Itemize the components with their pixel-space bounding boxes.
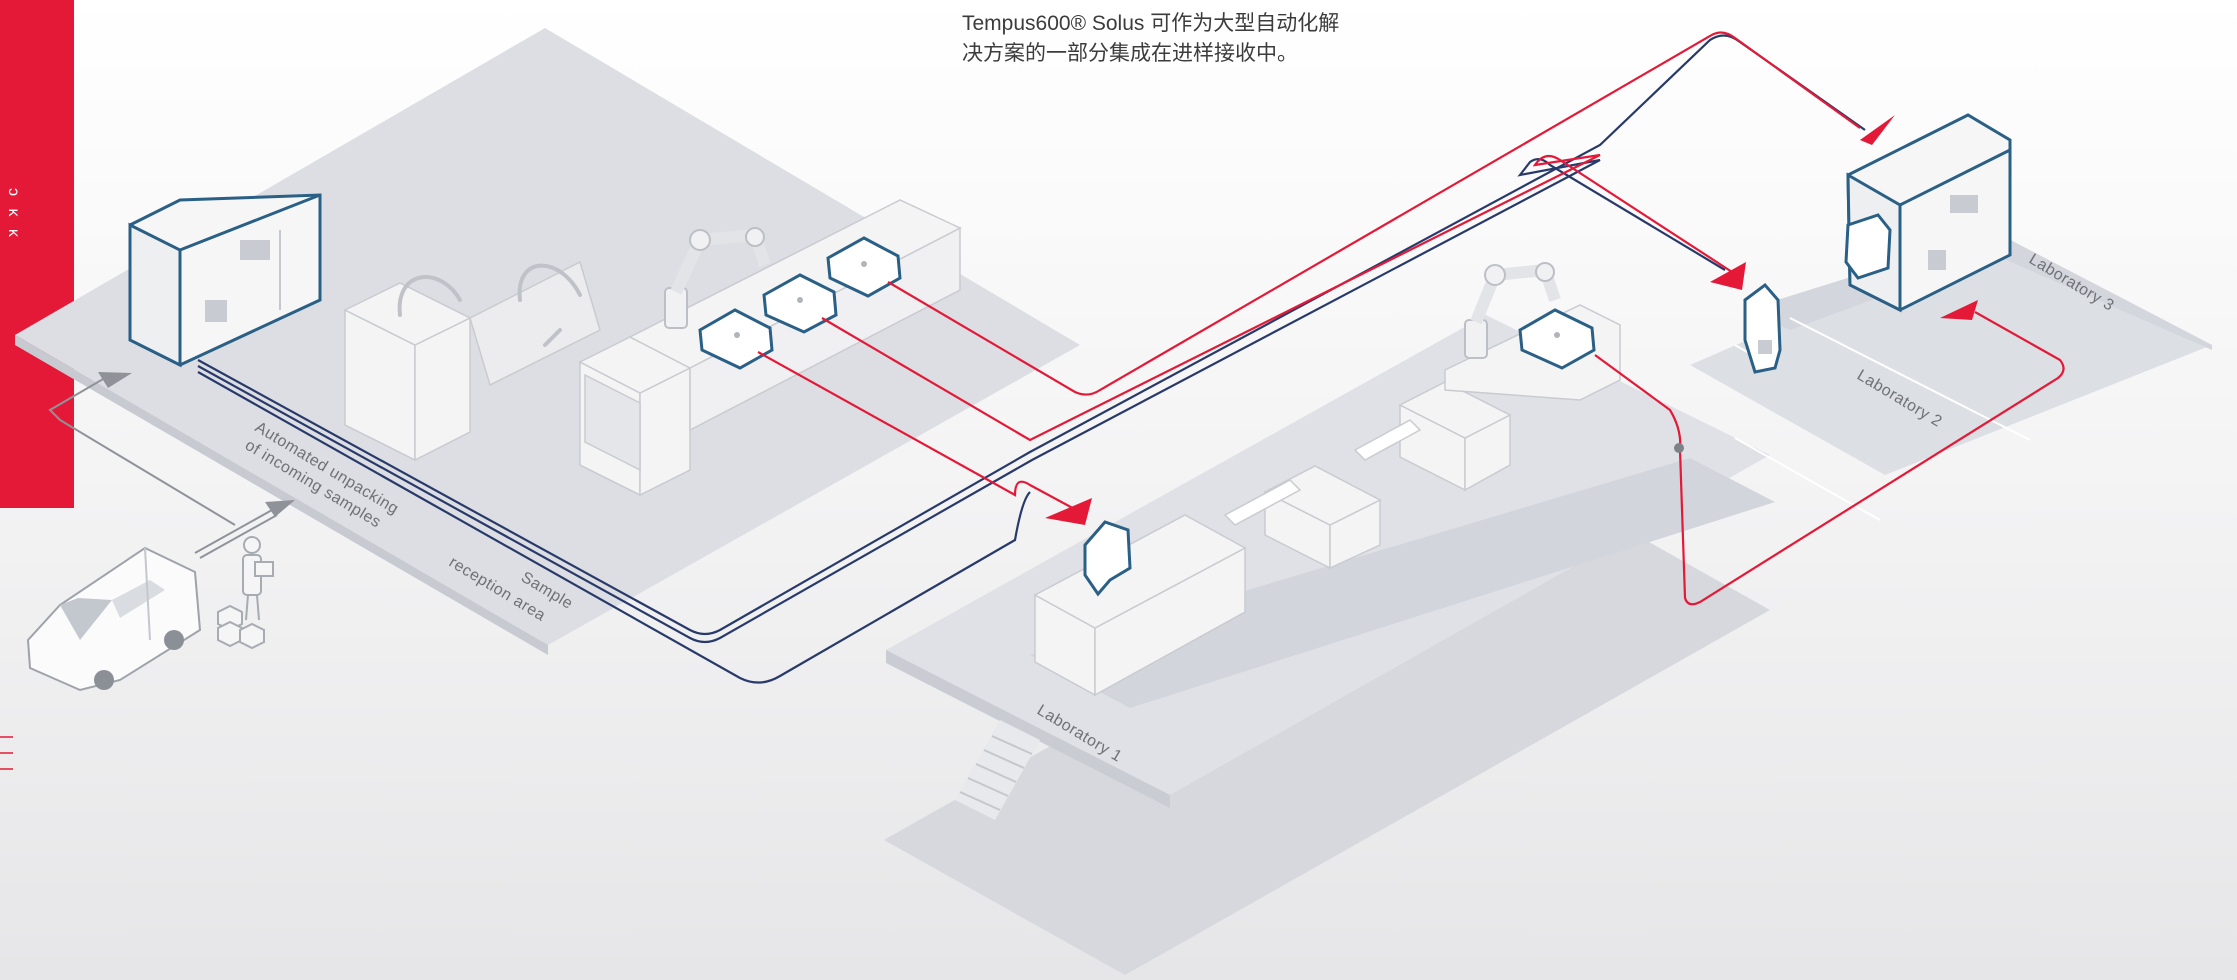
- flow-arrow-courier: [194, 509, 273, 554]
- tempus-station-icon: [762, 273, 838, 334]
- red-arrow-lab3-return: [1940, 300, 1978, 320]
- red-arrow-lab3: [1860, 115, 1895, 145]
- side-tab-text: ᴐ ᴋ ᴋ: [5, 188, 22, 241]
- picker-robots: [397, 263, 582, 347]
- tempus-receiver-lab2-icon: [1743, 282, 1782, 374]
- tube-system-red: [757, 31, 2065, 606]
- tempus-station-icon: [826, 236, 902, 298]
- tempus600-solus-analyzer-icon: [128, 193, 322, 368]
- tempus-station-icon: [698, 308, 774, 370]
- sample-boxes-icon: [217, 604, 265, 650]
- caption-line-1: Tempus600® Solus 可作为大型自动化解: [962, 12, 1340, 35]
- tube-junction: [1674, 443, 1684, 453]
- caption-line-2: 决方案的一部分集成在进样接收中。: [962, 42, 1298, 65]
- flow-arrow-van: [48, 374, 236, 526]
- side-tab: [0, 0, 74, 508]
- side-tick-marks: [0, 736, 13, 770]
- lab-divider-1: [1734, 437, 1881, 521]
- caption: Tempus600® Solus 可作为大型自动化解 决方案的一部分集成在进样接…: [962, 9, 1402, 69]
- courier-person-icon: [242, 536, 274, 621]
- platform-lab1-edge: [886, 650, 1170, 808]
- tempus-receiver-lab1-icon: [1083, 520, 1132, 597]
- arrow-head-1: [98, 372, 132, 388]
- platform-lab1-lower: [884, 475, 1770, 975]
- platform-reception-edge: [15, 335, 548, 655]
- staircase-icon: [955, 720, 1040, 820]
- lab1-deck: [1030, 458, 1775, 708]
- robot-arm-icon: [664, 227, 771, 329]
- arrow-head-2: [265, 500, 295, 517]
- tempus-station-icon: [1518, 308, 1596, 370]
- red-arrow-lab2: [1710, 262, 1746, 290]
- delivery-van-icon: [26, 546, 202, 692]
- red-arrow-lab1: [1045, 498, 1092, 525]
- tempus600-solus-analyzer-icon: [1844, 113, 2012, 313]
- robot-arm-icon: [1464, 262, 1561, 359]
